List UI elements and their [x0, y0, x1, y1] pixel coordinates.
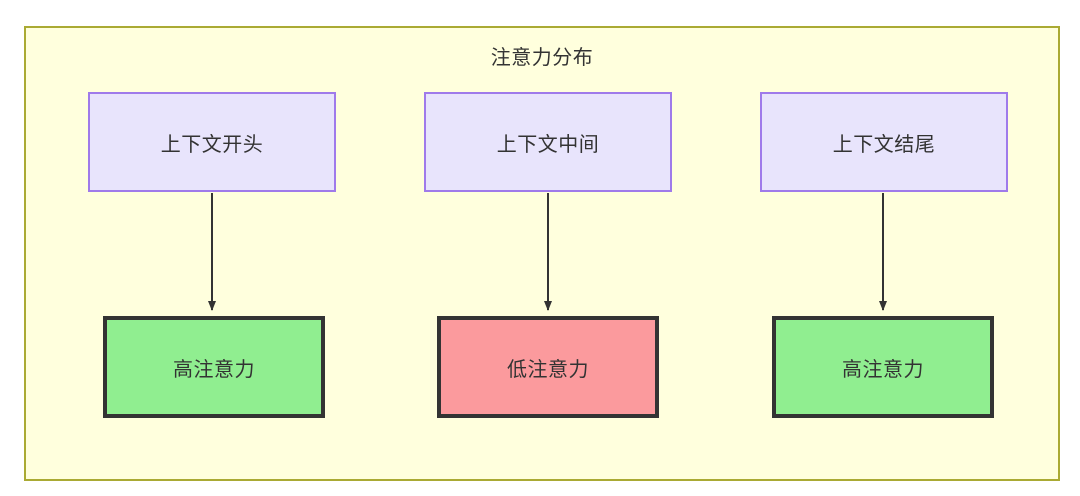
node-attention-middle[interactable]: 低注意力 — [437, 316, 659, 418]
node-label: 高注意力 — [842, 358, 924, 381]
node-attention-start[interactable]: 高注意力 — [103, 316, 325, 418]
node-context-end[interactable]: 上下文结尾 — [760, 92, 1008, 192]
diagram-title: 注意力分布 — [490, 47, 594, 69]
node-context-start[interactable]: 上下文开头 — [88, 92, 336, 192]
node-label: 上下文结尾 — [832, 133, 936, 156]
node-context-middle[interactable]: 上下文中间 — [424, 92, 672, 192]
node-label: 上下文中间 — [496, 133, 600, 156]
node-label: 高注意力 — [173, 358, 255, 381]
node-label: 低注意力 — [507, 358, 589, 381]
node-label: 上下文开头 — [160, 133, 264, 156]
node-attention-end[interactable]: 高注意力 — [772, 316, 994, 418]
